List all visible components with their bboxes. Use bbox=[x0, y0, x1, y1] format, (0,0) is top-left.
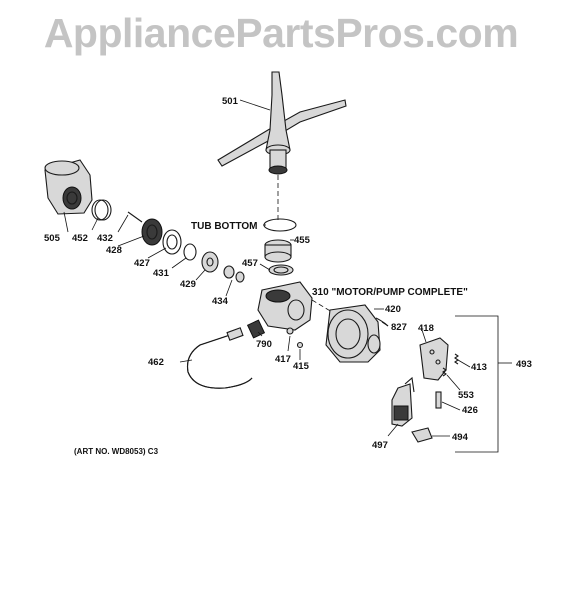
spring-553[interactable] bbox=[442, 367, 447, 377]
callout-420: 420 bbox=[385, 304, 401, 315]
callout-462: 462 bbox=[148, 357, 164, 368]
screw-417[interactable] bbox=[286, 327, 294, 335]
callout-501: 501 bbox=[222, 96, 239, 107]
tub-bottom-label: TUB BOTTOM bbox=[191, 221, 257, 232]
hose-462[interactable] bbox=[186, 327, 253, 389]
parts-434[interactable] bbox=[223, 265, 245, 283]
motor-pump-label: 310 "MOTOR/PUMP COMPLETE" bbox=[312, 287, 468, 298]
clamp-457[interactable] bbox=[268, 264, 294, 276]
seal-455[interactable] bbox=[264, 239, 292, 263]
callout-429: 429 bbox=[180, 279, 196, 290]
callout-493: 493 bbox=[516, 359, 532, 370]
callout-790: 790 bbox=[256, 339, 272, 350]
callout-427: 427 bbox=[134, 258, 150, 269]
ring-427[interactable] bbox=[162, 229, 182, 255]
callout-432: 432 bbox=[97, 233, 113, 244]
ring-431[interactable] bbox=[183, 243, 197, 261]
callout-417: 417 bbox=[275, 354, 291, 365]
impeller-429[interactable] bbox=[201, 251, 219, 273]
pin-426[interactable] bbox=[435, 391, 442, 409]
callout-497: 497 bbox=[372, 440, 388, 451]
callout-418: 418 bbox=[418, 323, 434, 334]
screw-415[interactable] bbox=[296, 341, 304, 349]
pin-432[interactable] bbox=[127, 211, 143, 223]
pump-housing[interactable] bbox=[257, 281, 313, 331]
spray-arm-501[interactable] bbox=[217, 71, 347, 175]
callout-413: 413 bbox=[471, 362, 487, 373]
filter-790[interactable] bbox=[246, 319, 266, 339]
callout-457: 457 bbox=[242, 258, 258, 269]
impeller-428[interactable] bbox=[141, 218, 163, 246]
callout-428: 428 bbox=[106, 245, 122, 256]
callout-431: 431 bbox=[153, 268, 170, 279]
callout-452: 452 bbox=[72, 233, 88, 244]
callout-827: 827 bbox=[391, 322, 407, 333]
callout-455: 455 bbox=[294, 235, 311, 246]
callout-505: 505 bbox=[44, 233, 61, 244]
solenoid-497[interactable] bbox=[391, 376, 415, 427]
callout-434: 434 bbox=[212, 296, 229, 307]
callout-415: 415 bbox=[293, 361, 310, 372]
callout-494: 494 bbox=[452, 432, 469, 443]
callout-553: 553 bbox=[458, 390, 474, 401]
clamp-452[interactable] bbox=[91, 199, 112, 221]
motor-310[interactable] bbox=[325, 304, 381, 363]
watermark: AppliancePartsPros.com bbox=[43, 10, 519, 56]
leader-lines bbox=[63, 99, 471, 437]
art-number: (ART NO. WD8053) C3 bbox=[74, 447, 159, 456]
callout-426: 426 bbox=[462, 405, 478, 416]
spring-413[interactable] bbox=[454, 353, 459, 365]
housing-505[interactable] bbox=[44, 159, 93, 215]
bracket-418[interactable] bbox=[419, 337, 449, 381]
part-494[interactable] bbox=[411, 427, 433, 443]
tub-ring[interactable] bbox=[263, 218, 297, 232]
